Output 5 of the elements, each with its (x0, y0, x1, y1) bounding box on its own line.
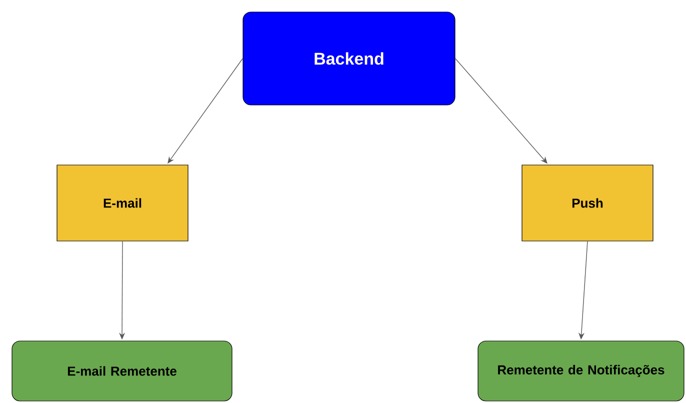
process-box: Backend (242, 12, 456, 106)
process-box: Remetente de Notificações (478, 340, 684, 402)
process-box: Push (522, 164, 654, 242)
process-box: E-mail Remetente (12, 340, 232, 402)
process-box: E-mail (56, 164, 188, 242)
